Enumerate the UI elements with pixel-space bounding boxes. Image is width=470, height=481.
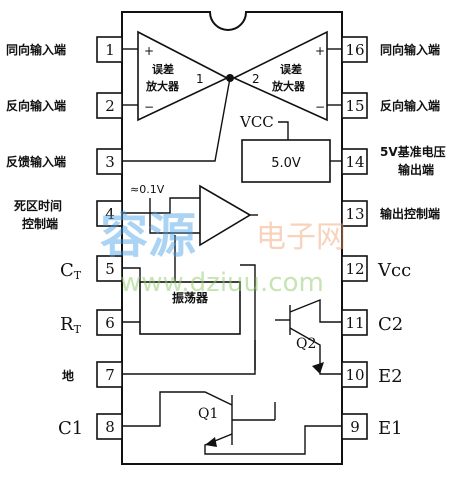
q2-emitter (289, 327, 342, 375)
pin-7-label: 地 (62, 368, 74, 383)
pin-12-label: Vcc (377, 260, 411, 281)
pin-11-label: C2 (378, 314, 403, 335)
amp1-label-line2: 放大器 (145, 79, 180, 93)
pin-16-number: 16 (345, 41, 364, 59)
amp1-plus: + (144, 44, 154, 58)
pin-7-number: 7 (105, 366, 115, 384)
error-amp-1 (137, 30, 229, 122)
amp1-label-line1: 误差 (152, 62, 174, 76)
pin-box (96, 255, 123, 282)
pin-box (341, 413, 368, 440)
pin-14-label-line1: 5V基准电压 (380, 144, 446, 159)
amp2-plus: + (315, 44, 325, 58)
q2-label: Q2 (296, 336, 316, 352)
watermark-url: www.dziuu.com (120, 268, 324, 298)
deadtime-comparator (199, 184, 252, 247)
pin-14-label-line2: 输出端 (398, 162, 434, 177)
wiring (122, 48, 342, 455)
q1-emitter-arrow (205, 437, 217, 447)
amp1-number: 1 (196, 72, 204, 86)
pin-9-number: 9 (350, 418, 360, 436)
pin-12-number: 12 (345, 260, 364, 278)
pin-box (96, 92, 123, 119)
watermark: 容源 电子网 www.dziuu.com (100, 208, 346, 298)
pin-13-number: 13 (345, 205, 364, 223)
amp2-number: 2 (252, 72, 260, 86)
q1-collector (122, 391, 233, 427)
pin-box (96, 309, 123, 336)
pin-13-label: 输出控制端 (380, 206, 440, 221)
pin-4-label-line1: 死区时间 (14, 198, 62, 213)
amp2-minus: − (315, 100, 325, 114)
pin-2-number: 2 (105, 97, 115, 115)
pin-5-number: 5 (105, 260, 115, 278)
pin-4-label-line2: 控制端 (22, 216, 58, 231)
pin-10-number: 10 (345, 366, 364, 384)
pin-2-label: 反向输入端 (6, 98, 66, 113)
pin-4-number: 4 (105, 205, 115, 223)
pin-16-label: 同向输入端 (380, 42, 440, 57)
vref-box (241, 139, 331, 183)
error-amplifiers (137, 30, 328, 122)
pin-box (341, 36, 368, 63)
left-pins (96, 36, 123, 440)
pin-8-number: 8 (105, 418, 115, 436)
pin-box (341, 255, 368, 282)
chip-body (121, 11, 343, 465)
oscillator-label: 振荡器 (172, 290, 209, 305)
pin-14-number: 14 (345, 153, 364, 171)
pin-10-label: E2 (378, 366, 403, 387)
pin-15-number: 15 (345, 97, 364, 115)
pin-3-label: 反馈输入端 (6, 154, 66, 169)
watermark-sub: 电子网 (256, 220, 346, 255)
pin-3-number: 3 (105, 153, 115, 171)
deadtime-offset-label: ≈0.1V (130, 183, 165, 196)
amp1-minus: − (144, 100, 154, 114)
q1-label: Q1 (198, 406, 218, 422)
error-amp-2 (232, 30, 328, 122)
pin-box (341, 200, 368, 227)
pin-5-label: CT (60, 260, 82, 282)
pin-15-label: 反向输入端 (380, 98, 440, 113)
pin-box (341, 361, 368, 388)
vref-box-label: 5.0V (271, 156, 301, 171)
amp2-label-line2: 放大器 (271, 79, 306, 93)
q2-emitter-arrow (312, 362, 324, 374)
pin-1-label: 同向输入端 (6, 42, 66, 57)
pin-8-label: C1 (58, 418, 83, 439)
pin-box (96, 361, 123, 388)
pin-6-label: RT (60, 314, 82, 336)
pin-11-number: 11 (345, 314, 364, 332)
q2-collector (289, 298, 342, 323)
pin-6-number: 6 (105, 314, 115, 332)
vref-supply-label: VCC (239, 113, 274, 131)
amp2-label-line1: 误差 (280, 62, 302, 76)
pin-1-number: 1 (105, 41, 115, 59)
watermark-main: 容源 (100, 208, 196, 264)
pin-box (341, 309, 368, 336)
pin-box (96, 200, 123, 227)
oscillator-box (139, 281, 241, 335)
pin-9-label: E1 (378, 418, 403, 439)
